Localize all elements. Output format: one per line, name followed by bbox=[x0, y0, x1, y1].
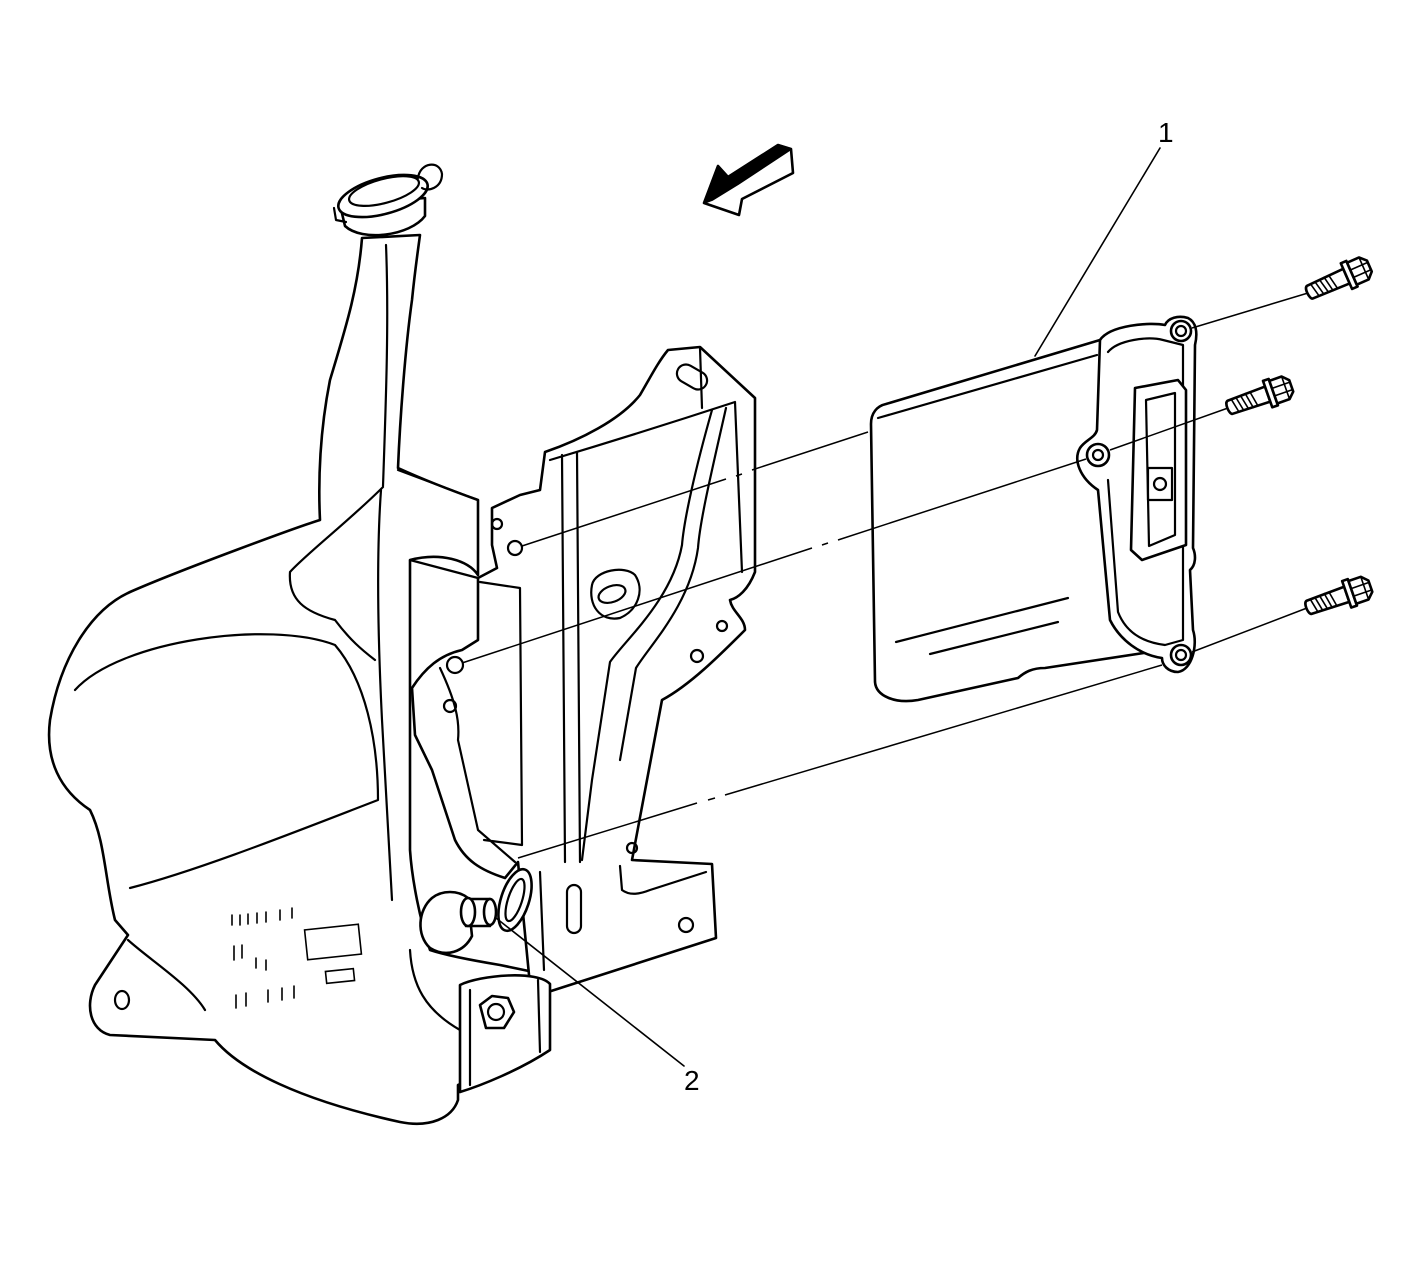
module-bottom-line-a bbox=[894, 596, 1070, 644]
bracket-hole-f bbox=[677, 916, 695, 934]
bracket-top-flange bbox=[548, 346, 744, 574]
outlet-nipple-end bbox=[482, 897, 498, 927]
foot-bolt-head bbox=[478, 994, 516, 1030]
outlet-nipple-base bbox=[459, 896, 477, 928]
module bbox=[869, 315, 1198, 703]
callout-1: 1 bbox=[1034, 117, 1174, 357]
bracket-lower-slot bbox=[565, 883, 583, 935]
reservoir-column-line bbox=[376, 488, 394, 902]
axis-line-middle bbox=[461, 407, 1229, 664]
outlet-hose-fitting bbox=[497, 867, 533, 933]
reservoir-mount-foot bbox=[458, 974, 552, 1094]
module-bottom-line-b bbox=[928, 620, 1060, 656]
callout-1-leader bbox=[1034, 147, 1161, 357]
bracket-bolt-hole-2 bbox=[445, 655, 465, 675]
module-top-edge bbox=[876, 353, 1099, 420]
bracket-bolt-hole-1 bbox=[506, 539, 524, 557]
bracket-hole-b bbox=[442, 698, 458, 714]
axis-line-top bbox=[521, 292, 1309, 547]
callout-1-label: 1 bbox=[1158, 117, 1174, 148]
bracket-hole-d bbox=[689, 648, 705, 664]
reservoir-outlet-connector bbox=[419, 867, 533, 955]
bracket-lower-plate bbox=[538, 864, 708, 972]
callout-2-label: 2 bbox=[684, 1065, 700, 1096]
outlet-hose-fitting-inner bbox=[504, 877, 526, 923]
reservoir-lower-crease bbox=[408, 948, 462, 1032]
bracket-center-slot-inner bbox=[597, 583, 627, 605]
bracket-rib-inner bbox=[618, 406, 728, 762]
reservoir-lug-hole bbox=[113, 989, 131, 1011]
bracket-rib bbox=[580, 408, 714, 862]
callout-2-leader bbox=[495, 917, 685, 1067]
bracket-channel bbox=[560, 450, 582, 864]
bracket-side-flange bbox=[438, 580, 524, 864]
filler-cap bbox=[332, 163, 444, 237]
reservoir-shoulder-line bbox=[396, 468, 480, 580]
bolt-alignment-lines bbox=[461, 292, 1309, 859]
bolt-top bbox=[1300, 251, 1377, 308]
module-flange-inner bbox=[1106, 337, 1185, 647]
bracket-hole-e bbox=[625, 841, 639, 855]
bolt-bottom bbox=[1300, 571, 1377, 623]
bolt-middle bbox=[1221, 371, 1298, 423]
reservoir-shoulder-bump bbox=[288, 485, 385, 662]
module-body bbox=[869, 338, 1152, 703]
bracket-center-slot bbox=[590, 568, 641, 620]
molded-markings bbox=[231, 907, 363, 1009]
reservoir-lug-edge bbox=[126, 938, 207, 1012]
axis-line-bottom bbox=[517, 607, 1308, 859]
outlet-boss bbox=[419, 890, 474, 955]
reservoir-outline bbox=[47, 233, 550, 1126]
neck-crease bbox=[381, 243, 389, 488]
bracket-top-slot bbox=[675, 363, 709, 391]
bracket-hole-c bbox=[715, 619, 729, 633]
mounting-bracket bbox=[410, 345, 757, 994]
bracket-hole-a bbox=[490, 517, 504, 531]
module-bolt-holes bbox=[1085, 319, 1193, 667]
callout-2: 2 bbox=[495, 917, 700, 1096]
bracket-outline bbox=[410, 345, 757, 994]
reservoir-side-face bbox=[73, 633, 380, 890]
direction-arrow-icon bbox=[702, 143, 795, 217]
washer-reservoir bbox=[47, 163, 550, 1126]
module-connector bbox=[1129, 378, 1188, 562]
